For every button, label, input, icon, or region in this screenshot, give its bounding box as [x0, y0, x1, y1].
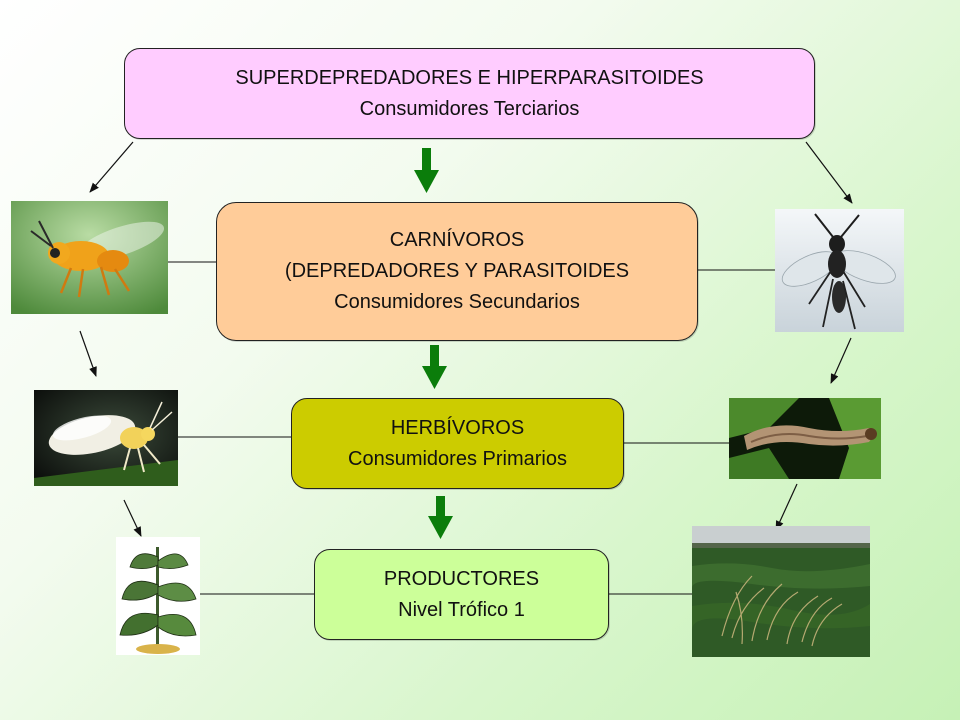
tertiary-subtitle: Consumidores Terciarios [359, 97, 580, 120]
parasitoid-wasp-photo [11, 201, 168, 314]
energy-flow-arrow [414, 148, 439, 193]
food-chain-arrow [830, 337, 852, 384]
tertiary-consumers-box: SUPERDEPREDADORES E HIPERPARASITOIDES Co… [124, 48, 815, 139]
food-chain-arrow [123, 499, 142, 537]
primary-title: HERBÍVOROS [390, 416, 525, 439]
secondary-title: CARNÍVOROS [389, 229, 525, 251]
crop-field-photo [692, 526, 870, 657]
primary-subtitle: Consumidores Primarios [348, 447, 567, 470]
caterpillar-photo [729, 398, 881, 479]
energy-flow-arrow [422, 345, 447, 389]
food-chain-arrow [79, 330, 97, 377]
food-chain-arrow [775, 483, 798, 531]
food-chain-arrow [805, 141, 853, 204]
tertiary-title: SUPERDEPREDADORES E HIPERPARASITOIDES [235, 66, 704, 89]
black-wasp-photo [775, 209, 904, 332]
producers-title: PRODUCTORES [383, 567, 540, 590]
whitefly-photo [34, 390, 178, 486]
energy-flow-arrow [428, 496, 453, 539]
secondary-consumers-box: CARNÍVOROS (DEPREDADORES Y PARASITOIDES … [216, 202, 698, 341]
food-chain-arrow [89, 141, 134, 193]
primary-consumers-box: HERBÍVOROS Consumidores Primarios [291, 398, 624, 489]
plant-illustration [116, 537, 200, 655]
secondary-subtitle: Consumidores Secundarios [334, 291, 580, 313]
secondary-line2: (DEPREDADORES Y PARASITOIDES [284, 260, 630, 282]
producers-box: PRODUCTORES Nivel Trófico 1 [314, 549, 609, 640]
producers-subtitle: Nivel Trófico 1 [398, 598, 525, 621]
